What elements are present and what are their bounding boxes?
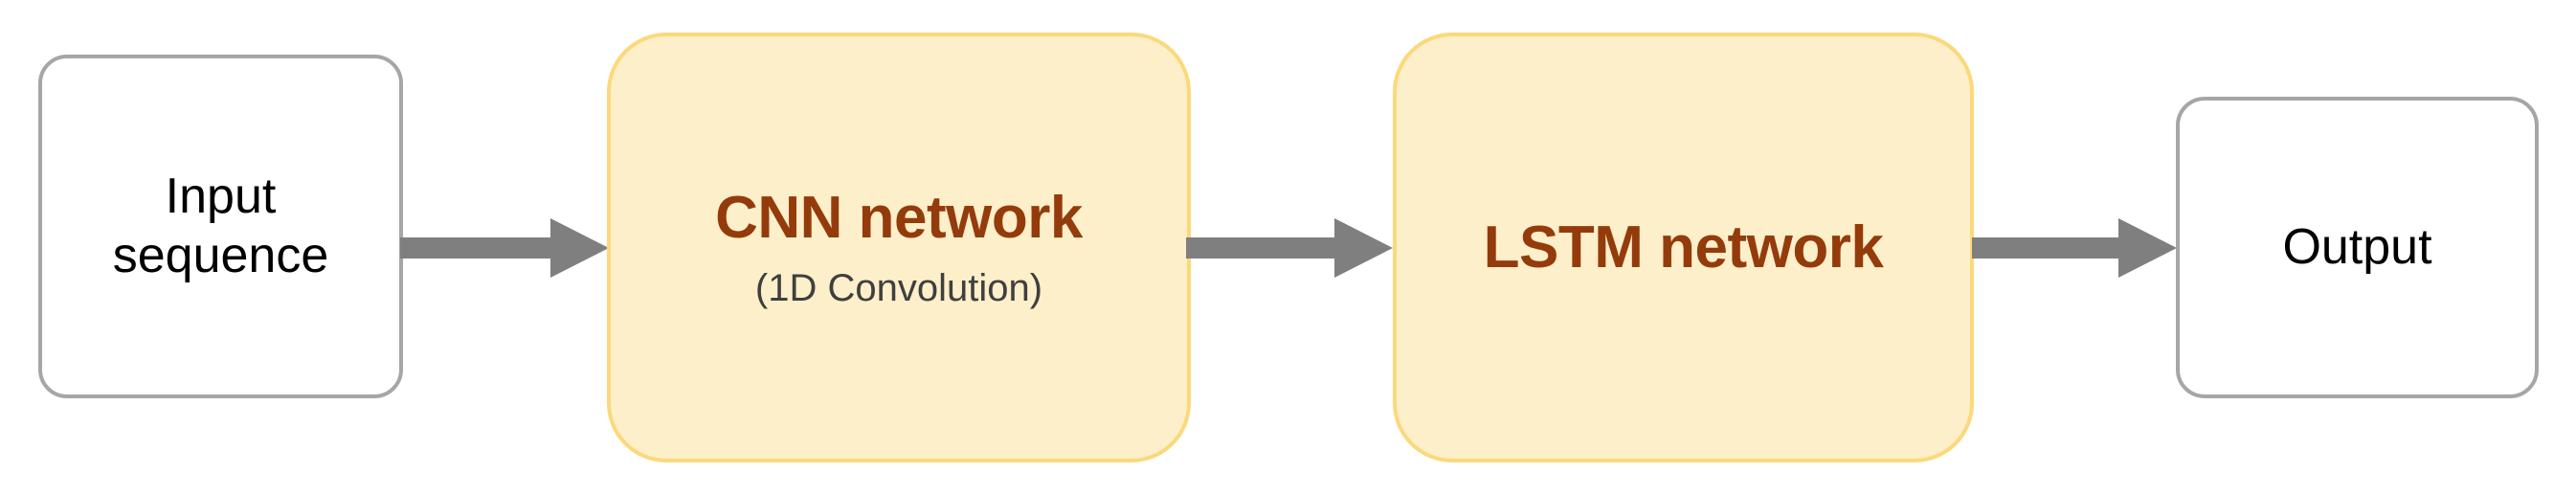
node-output[interactable]: Output bbox=[2176, 97, 2539, 398]
right-arrow-icon-lstm-to-output bbox=[1972, 218, 2177, 278]
node-output-label: Output bbox=[2282, 218, 2432, 275]
node-cnn-network[interactable]: CNN network (1D Convolution) bbox=[607, 33, 1191, 462]
node-cnn-network-subtitle: (1D Convolution) bbox=[754, 267, 1043, 310]
node-lstm-network[interactable]: LSTM network bbox=[1393, 33, 1974, 462]
right-arrow-icon-cnn-to-lstm bbox=[1186, 218, 1393, 278]
node-cnn-network-title: CNN network bbox=[715, 185, 1083, 252]
right-arrow-icon-input-to-cnn bbox=[400, 218, 609, 278]
node-lstm-network-title: LSTM network bbox=[1483, 214, 1884, 281]
node-input-sequence-label-line1: Input bbox=[165, 169, 277, 225]
node-input-sequence[interactable]: Input sequence bbox=[38, 55, 403, 398]
node-input-sequence-label-line2: sequence bbox=[112, 227, 329, 283]
